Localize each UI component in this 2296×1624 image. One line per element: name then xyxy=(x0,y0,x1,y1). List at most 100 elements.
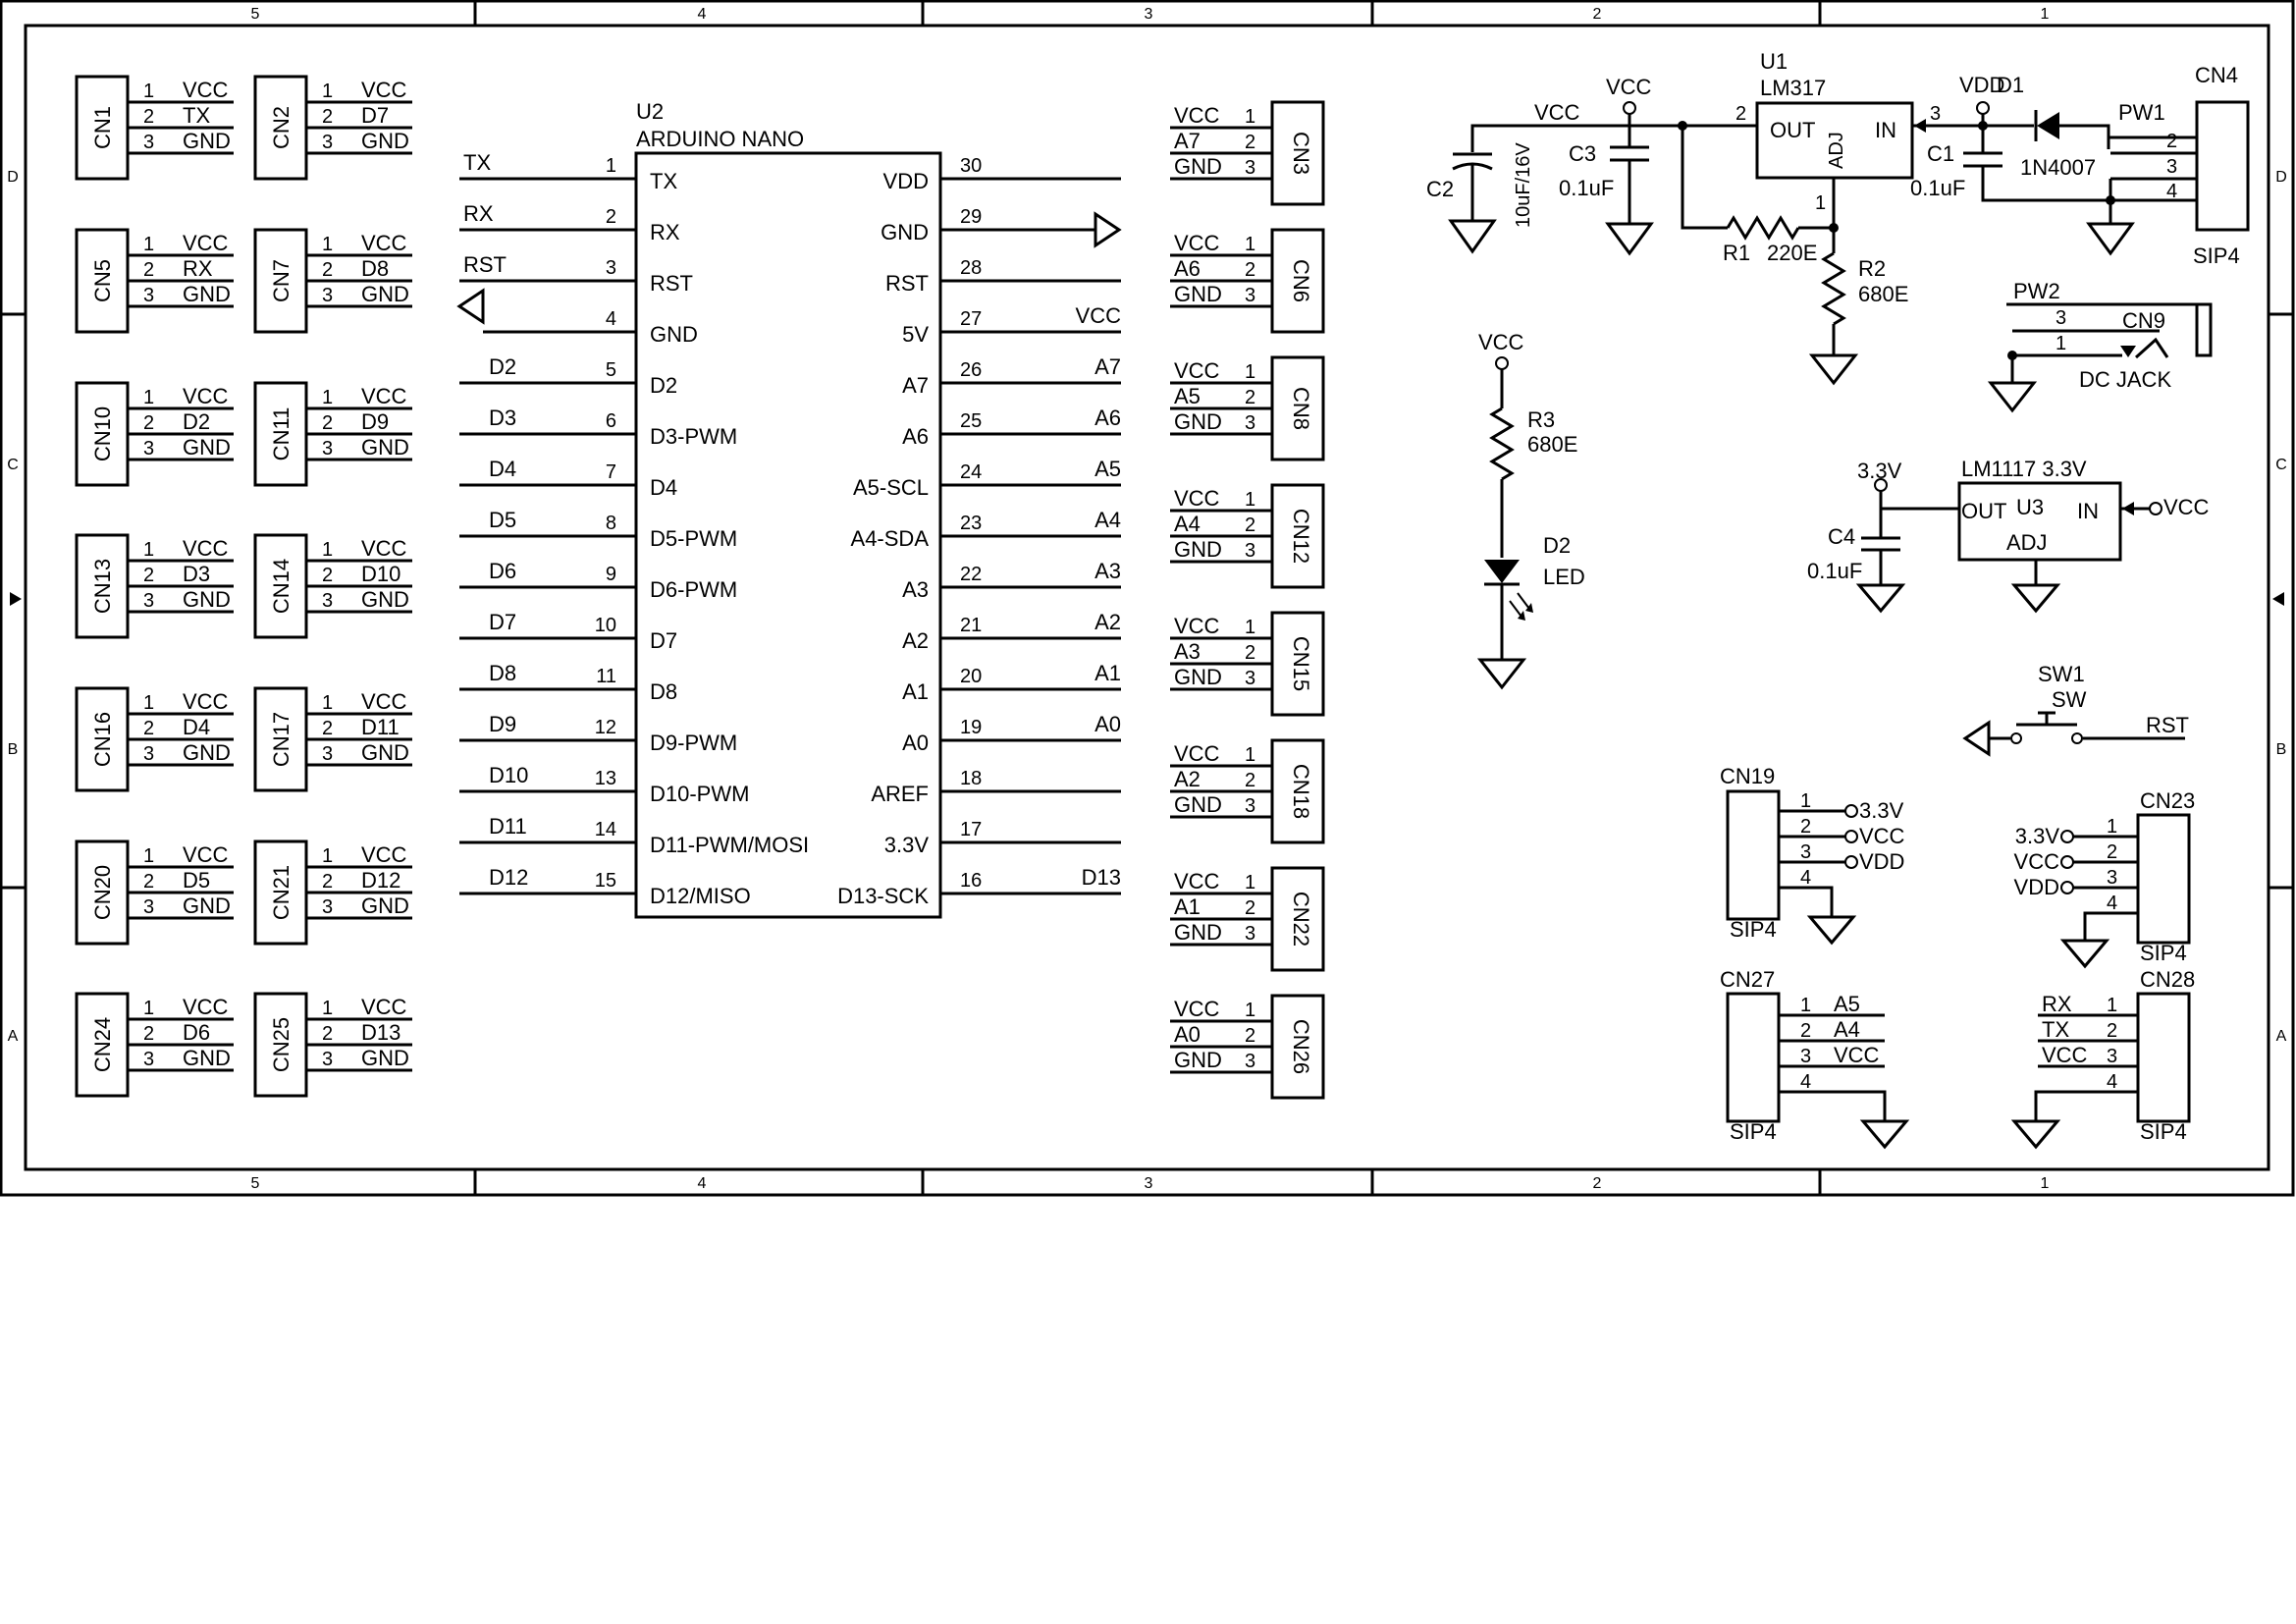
pin-number: 2 xyxy=(143,871,154,893)
pin-number: 2 xyxy=(606,206,616,228)
net-label: VCC xyxy=(361,842,407,867)
c1-ref: C1 xyxy=(1927,141,1954,166)
pin-number: 2 xyxy=(1245,1025,1255,1047)
connector-ref: CN3 xyxy=(1289,132,1313,175)
pin-number: 1 xyxy=(1800,790,1811,812)
pin-number: 4 xyxy=(1800,1071,1811,1093)
reset-switch-section: SW1 SW RST xyxy=(1962,662,2189,757)
net-label: A0 xyxy=(1174,1022,1201,1047)
pin-name: D12/MISO xyxy=(650,884,751,908)
pin-number: 8 xyxy=(606,513,616,534)
pin-number: 3 xyxy=(1245,795,1255,817)
net-label: A4 xyxy=(1095,508,1121,532)
pin-number: 1 xyxy=(1245,1000,1255,1021)
pin-number: 1 xyxy=(322,387,333,408)
cn19-type: SIP4 xyxy=(1730,917,1777,942)
cn19-connector: CN19 SIP4 1 2 3 4 3.3V VCC VDD xyxy=(1720,764,1905,946)
r1-value: 220E xyxy=(1767,241,1817,265)
connector-ref: CN5 xyxy=(90,259,115,302)
net-label: A4 xyxy=(1834,1017,1860,1042)
cn4-type: SIP4 xyxy=(2193,244,2240,268)
net-label: D11 xyxy=(361,715,400,739)
pw2-label: PW2 xyxy=(2013,279,2060,303)
pin-number: 3 xyxy=(1245,540,1255,562)
pin-number: 1 xyxy=(1800,995,1811,1016)
pin-number: 3 xyxy=(143,896,154,918)
pin-number: 4 xyxy=(2107,893,2117,914)
net-label: TX xyxy=(2042,1017,2069,1042)
pin-number: 1 xyxy=(143,692,154,714)
cn23-connector: CN23 SIP4 1 2 3 4 3.3V VCC VDD xyxy=(2014,788,2195,969)
pin-number: 24 xyxy=(960,461,982,483)
net-label: RX xyxy=(183,256,213,281)
net-label: A7 xyxy=(1095,354,1121,379)
gnd-arrow xyxy=(1094,211,1122,248)
net-label: A6 xyxy=(1095,406,1121,430)
u1-pin-3: 3 xyxy=(1930,103,1941,125)
net-label: VCC xyxy=(361,78,407,102)
c2-value: 10uF/16V xyxy=(1513,142,1534,228)
pin-number: 3 xyxy=(2107,1046,2117,1067)
pin-name: D5-PWM xyxy=(650,526,737,551)
u3-adj-label: ADJ xyxy=(2006,530,2048,555)
pin-number: 11 xyxy=(596,666,616,687)
u3-ref: U3 xyxy=(2016,495,2044,519)
pin-number: 2 xyxy=(143,718,154,739)
u2-body xyxy=(634,151,942,919)
pin-name: TX xyxy=(650,169,677,193)
r3-ref: R3 xyxy=(1527,407,1555,432)
net-label: VCC xyxy=(361,536,407,561)
column-label: 2 xyxy=(1593,6,1602,23)
net-label: VCC xyxy=(1174,486,1220,511)
net-label: GND xyxy=(183,282,231,306)
pin-number: 2 xyxy=(322,718,333,739)
net-label: D5 xyxy=(183,868,210,893)
cn28-ref: CN28 xyxy=(2140,967,2195,992)
pin-name: A1 xyxy=(902,679,929,704)
pin-number: 2 xyxy=(143,259,154,281)
c3-ref: C3 xyxy=(1569,141,1596,166)
port-label: VDD xyxy=(1859,849,1904,874)
net-label: VCC xyxy=(183,689,229,714)
connector-ref: CN21 xyxy=(269,865,294,920)
connector-ref: CN6 xyxy=(1289,259,1313,302)
column-label: 4 xyxy=(698,1175,707,1192)
pin-name: A3 xyxy=(902,577,929,602)
net-label: A1 xyxy=(1174,894,1201,919)
net-label: GND xyxy=(361,129,409,153)
pin-number: 3 xyxy=(322,438,333,460)
pin-number: 9 xyxy=(606,564,616,585)
pin-number: 2 xyxy=(1245,897,1255,919)
net-label: VCC xyxy=(361,384,407,408)
net-label: VCC xyxy=(183,536,229,561)
pin-number: 17 xyxy=(960,819,982,840)
pin-name: D8 xyxy=(650,679,677,704)
pin-number: 2 xyxy=(143,106,154,128)
pin-number: 2 xyxy=(1245,642,1255,664)
net-label: VCC xyxy=(1834,1043,1880,1067)
pin-number: 3 xyxy=(322,285,333,306)
ground-icon xyxy=(1859,1119,1910,1150)
net-label: VCC xyxy=(183,78,229,102)
connector-ref: CN20 xyxy=(90,865,115,920)
pin-name: A2 xyxy=(902,628,929,653)
c2-ref: C2 xyxy=(1426,177,1454,201)
connector-ref: CN10 xyxy=(90,406,115,461)
net-label: A2 xyxy=(1095,610,1121,634)
cn4-ref: CN4 xyxy=(2195,63,2238,87)
pin-number: 1 xyxy=(322,845,333,867)
ldo-title: LM1117 3.3V xyxy=(1961,457,2087,481)
pin-number: 18 xyxy=(960,768,982,789)
net-label: VCC xyxy=(1174,741,1220,766)
c4-value: 0.1uF xyxy=(1807,559,1862,583)
pin-number: 14 xyxy=(595,819,616,840)
pin-number: 1 xyxy=(143,387,154,408)
pin-number: 2 xyxy=(143,1023,154,1045)
pin-number: 3 xyxy=(322,896,333,918)
